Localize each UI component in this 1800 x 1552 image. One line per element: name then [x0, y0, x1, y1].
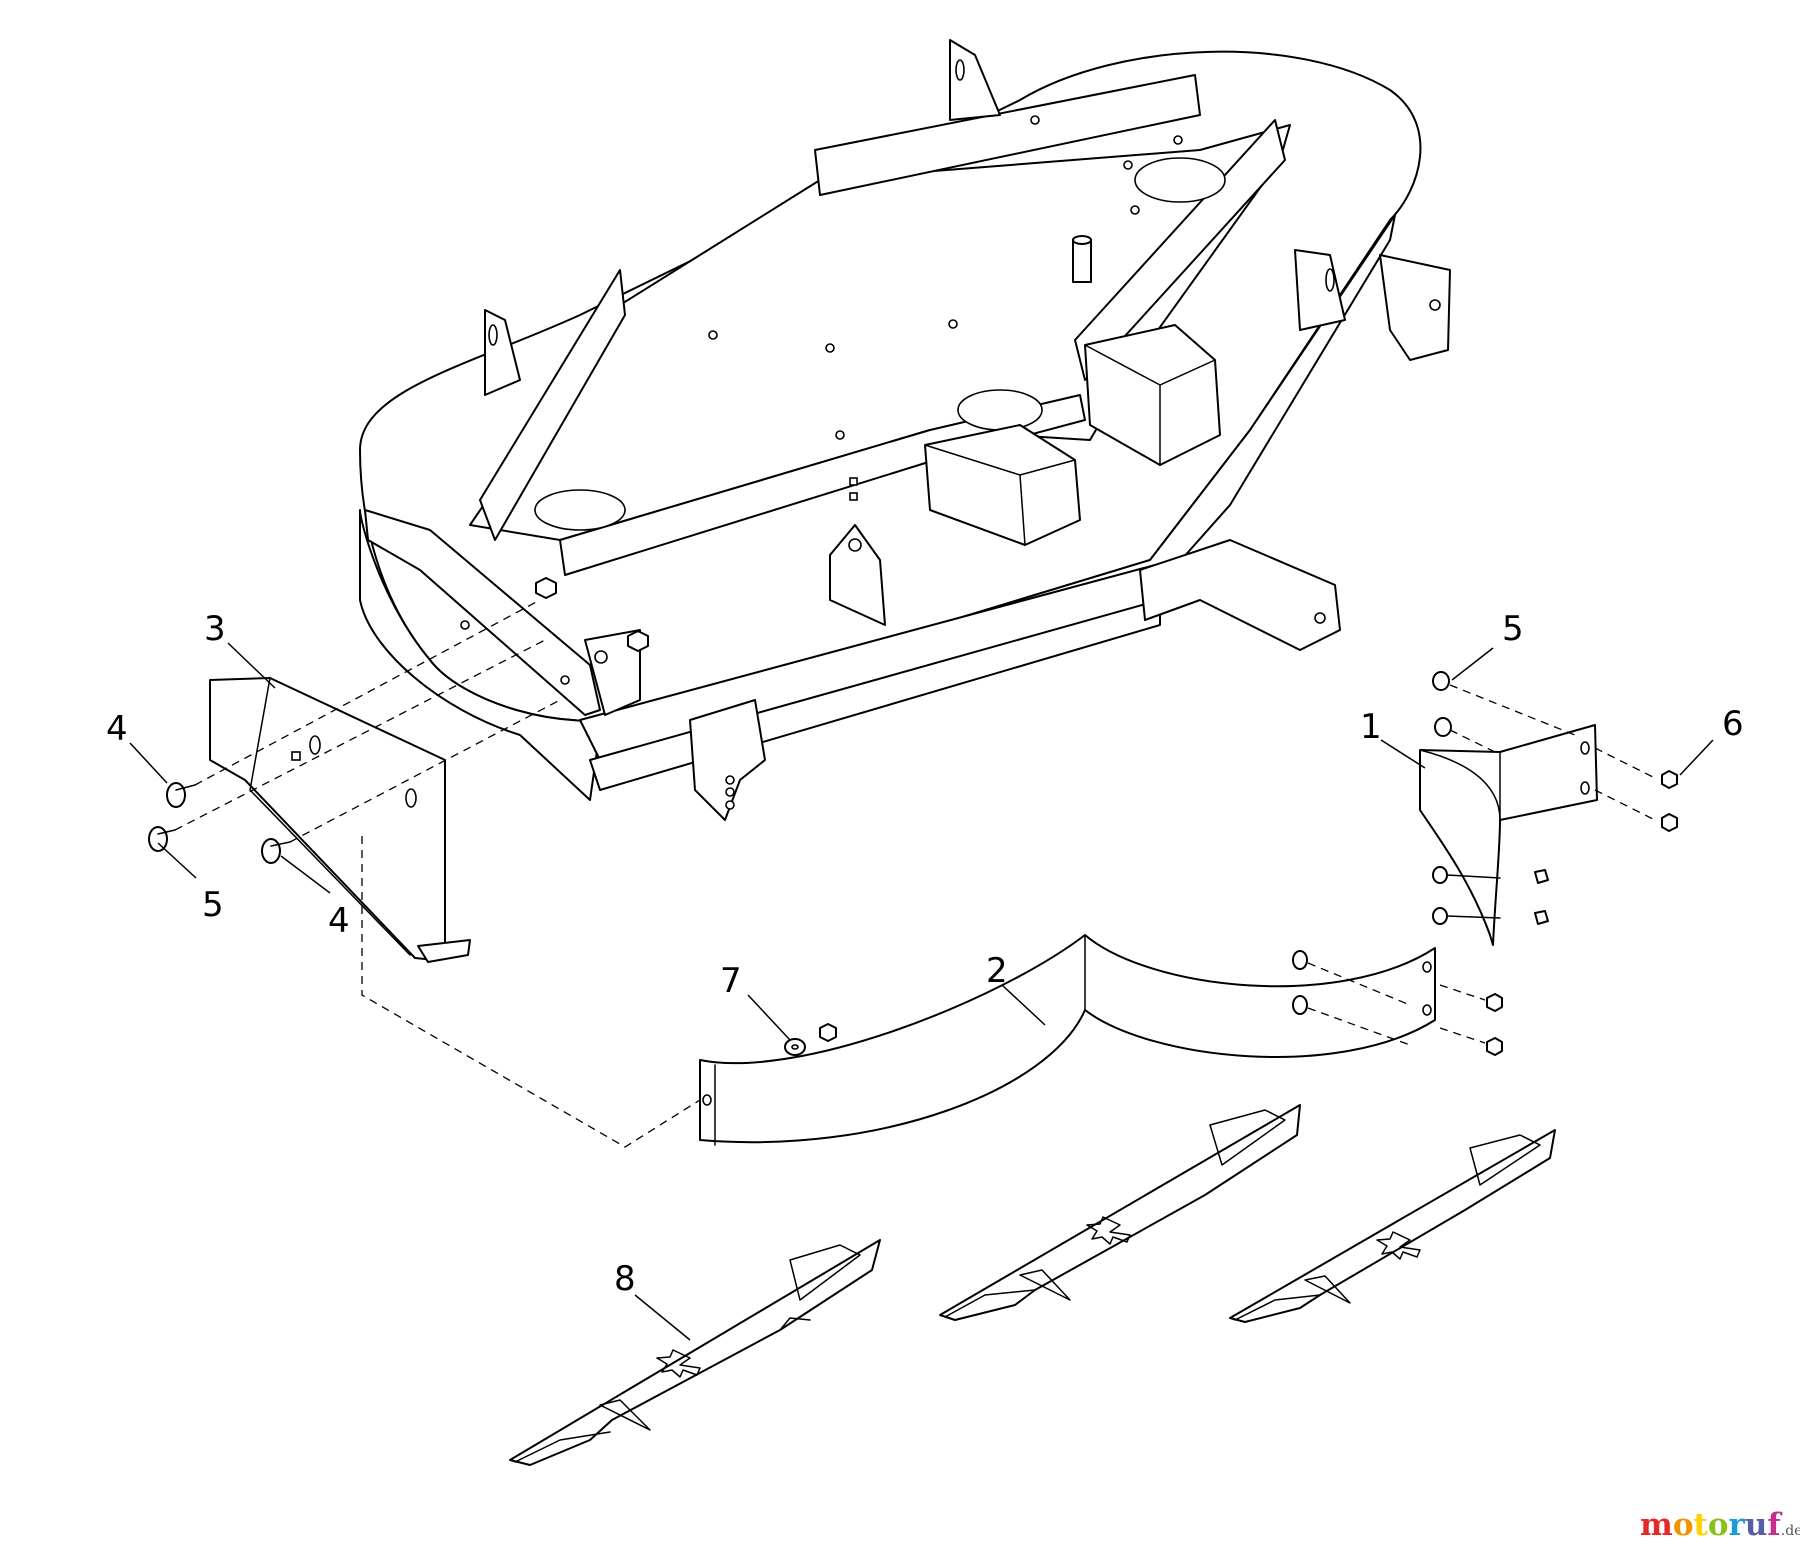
part-7-washer-nut: [784, 1023, 837, 1056]
left-discharge-rail: [364, 509, 601, 716]
watermark-logo: motoruf.de: [1640, 1507, 1800, 1543]
callout-4-right: 4: [328, 901, 350, 941]
spindle-opening-center: [957, 389, 1043, 431]
rear-channel: [814, 74, 1201, 196]
baffle-box-left: [924, 424, 1081, 546]
callouts: 3 4 5 4 5 1 6 7 2 8: [106, 609, 1744, 1341]
bolt-4-right: [261, 838, 291, 864]
deck-nut-lower: [627, 630, 649, 652]
side-bracket-right: [1139, 539, 1341, 651]
spindle-opening-left: [534, 489, 626, 531]
callout-4-left: 4: [106, 709, 128, 749]
callout-5-left: 5: [202, 885, 224, 925]
callout-2: 2: [986, 951, 1008, 991]
baffle-box-right: [1084, 324, 1221, 466]
part-3-deflector-plate: [209, 677, 471, 963]
part-2-front-baffle: [699, 934, 1436, 1146]
callout-1: 1: [1360, 707, 1382, 747]
front-hanger-center: [689, 699, 766, 821]
blade-center: [939, 1104, 1301, 1321]
hardware-part-1: [1432, 671, 1678, 925]
deck-nut-upper: [535, 577, 557, 599]
part-1-right-baffle: [1419, 724, 1598, 946]
callout-3: 3: [204, 609, 226, 649]
assembly-line-3: [289, 699, 561, 843]
callout-7: 7: [720, 961, 742, 1001]
assembly-line-4: [361, 836, 701, 1148]
idler-post: [1072, 235, 1092, 283]
assembly-line-1: [194, 599, 541, 786]
rear-hanger-bracket: [1379, 254, 1451, 361]
blade-left: [509, 1239, 881, 1466]
bracket-rear: [949, 39, 1001, 121]
hardware-part-2: [1292, 950, 1503, 1056]
bolt-4-left: [166, 782, 196, 808]
callout-8: 8: [614, 1259, 636, 1299]
svg-text:motoruf.de: motoruf.de: [1640, 1507, 1800, 1543]
spindle-opening-right: [1134, 157, 1226, 203]
bracket-front-center: [829, 524, 886, 626]
callout-5-right: 5: [1502, 609, 1524, 649]
callout-6: 6: [1722, 704, 1744, 744]
bolt-5-left: [148, 826, 176, 852]
left-channel: [479, 269, 626, 541]
blade-right: [1229, 1129, 1556, 1323]
mower-deck: [359, 39, 1451, 821]
